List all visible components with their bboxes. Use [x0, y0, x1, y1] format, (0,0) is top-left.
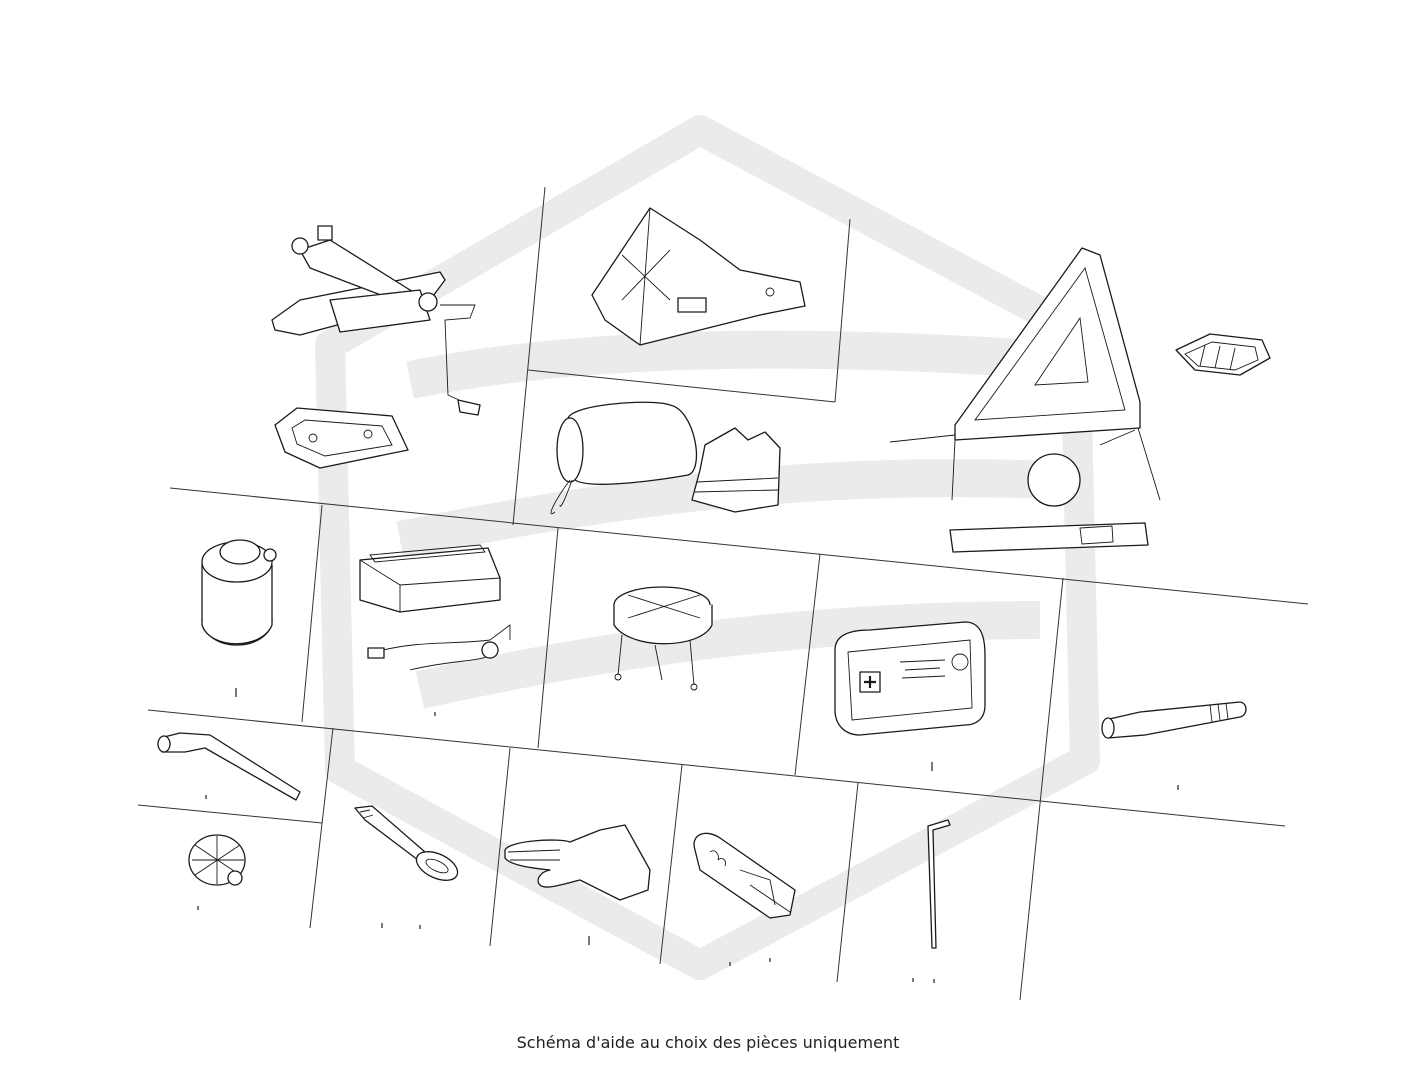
- base-plate-icon: [274, 407, 409, 469]
- compressor-holder-icon: [613, 586, 713, 691]
- safety-vest-icon: [691, 427, 781, 513]
- bracket-icon: [1175, 333, 1271, 376]
- grid-lines: [137, 186, 1309, 1001]
- wheel-chock-icon: [591, 207, 806, 346]
- sealant-bottle-icon: [201, 539, 277, 646]
- glove-icon: [504, 824, 651, 901]
- reference-ticks: [197, 688, 1179, 983]
- allen-key-icon: [927, 819, 951, 949]
- first-aid-kit-icon: [834, 621, 986, 736]
- car-jack-icon: [271, 225, 481, 416]
- warning-triangle-icon: [889, 247, 1161, 507]
- diagram-caption: Schéma d'aide au choix des pièces unique…: [516, 1033, 900, 1052]
- towing-eye-icon: [354, 805, 459, 881]
- tool-bag-icon: [550, 401, 698, 515]
- fuse-puller-icon: [693, 832, 796, 919]
- compressor-icon: [359, 544, 511, 671]
- lug-wrench-icon: [157, 732, 301, 801]
- flashlight-icon: [1101, 701, 1247, 739]
- triangle-case-icon: [949, 522, 1149, 553]
- bolt-cap-icon: [188, 834, 246, 886]
